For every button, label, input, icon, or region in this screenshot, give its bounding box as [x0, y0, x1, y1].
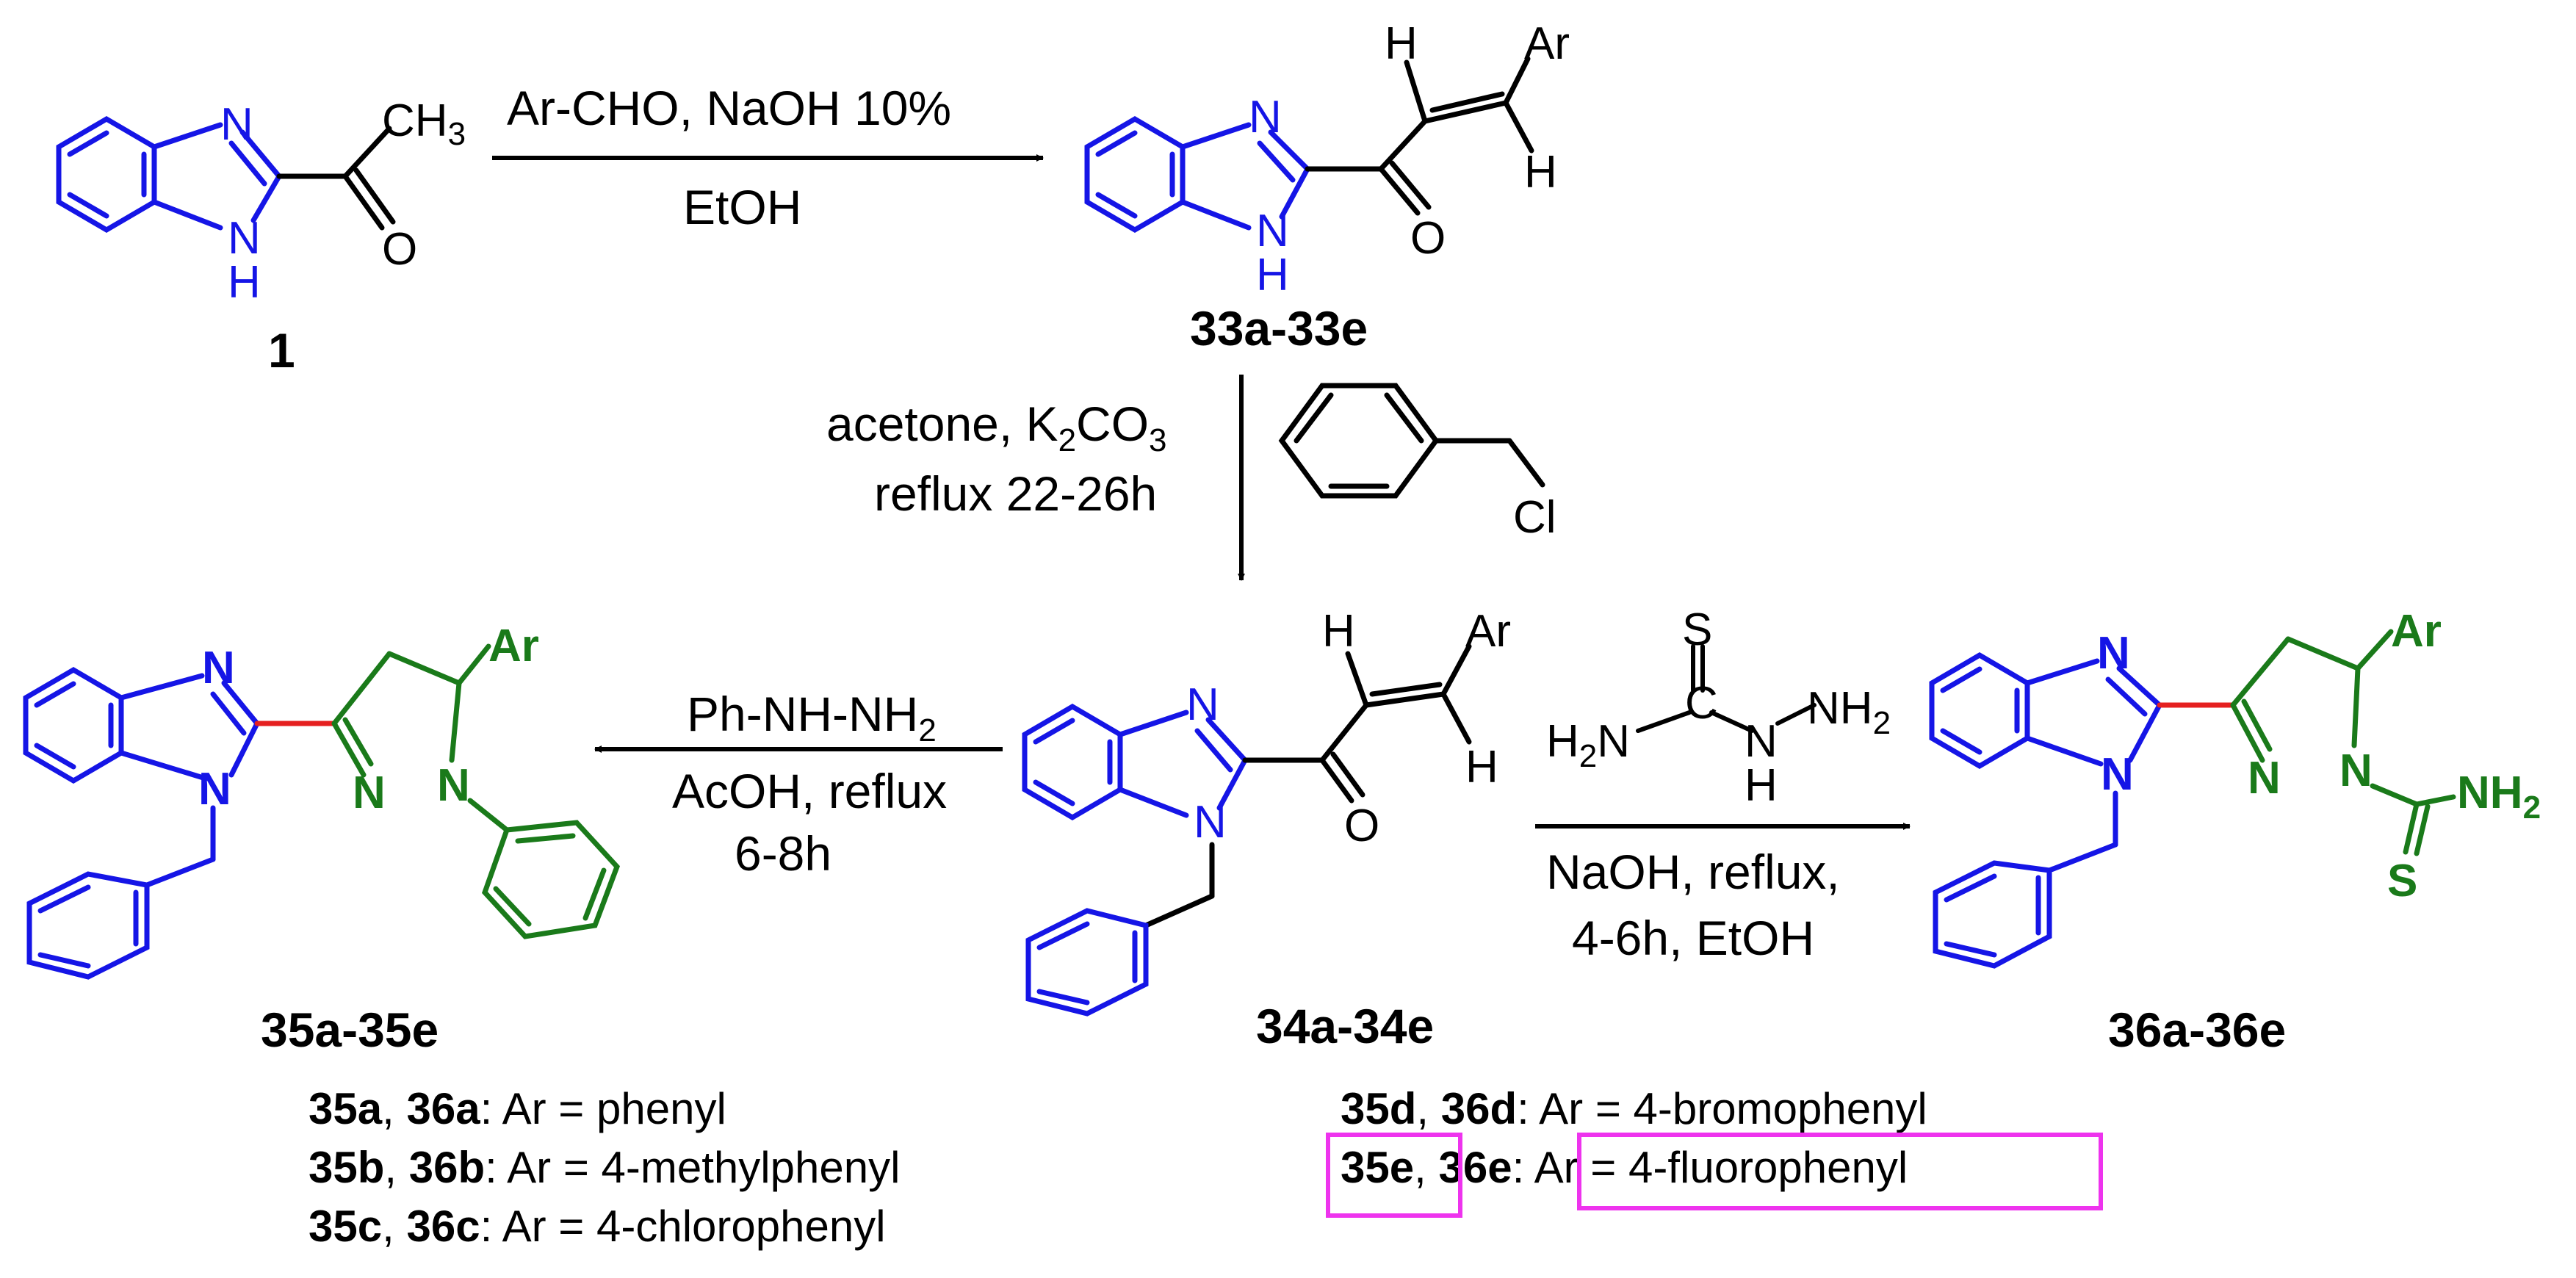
thio-C-center: C: [1685, 678, 1718, 729]
thio-H2N-label: H2N: [1546, 716, 1630, 774]
c33-N-label: N: [1249, 92, 1282, 142]
c34-N-label: N: [1186, 679, 1219, 730]
thiosemicarbazide-structure: [1636, 644, 1816, 733]
c1-CH3-label: CH3: [382, 95, 466, 152]
compound-1-label: 1: [268, 323, 295, 378]
c36-N-label: N: [2097, 628, 2130, 679]
compound-36-pyrazoline: [2230, 629, 2456, 856]
compound-34-structure: [1022, 643, 1472, 1017]
benzyl-chloride-structure: [1278, 383, 1545, 499]
step3-reagent-line3: 6-8h: [735, 826, 831, 881]
thio-NH-H-label: H: [1745, 760, 1778, 811]
legend-row-4: 35d, 36d: Ar = 4-bromophenyl: [1341, 1084, 1927, 1133]
compound-35-pyrazoline: [331, 643, 621, 939]
c36-S-label: S: [2387, 856, 2417, 906]
compound-34-label: 34a-34e: [1256, 999, 1434, 1053]
thio-NH2-label: NH2: [1807, 683, 1891, 741]
legend-row-2: 35b, 36b: Ar = 4-methylphenyl: [309, 1143, 900, 1192]
compound-36-structure: [1929, 651, 2236, 969]
compound-1-structure: [56, 115, 396, 234]
compound-36-label: 36a-36e: [2108, 1003, 2286, 1057]
c34-N1-label: N: [1194, 797, 1227, 848]
c34-H-top-label: H: [1322, 606, 1355, 657]
substituent-legend: 35a, 36a: Ar = phenyl 35b, 36b: Ar = 4-m…: [309, 1084, 2103, 1251]
c34-H-right-label: H: [1465, 742, 1498, 793]
c35-Ar-label: Ar: [488, 621, 539, 671]
c33-NH-label-H: H: [1256, 250, 1289, 300]
c35-N1-label: N: [198, 764, 231, 815]
highlight-box-35e: [1326, 1133, 1462, 1218]
compound-35-label: 35a-35e: [261, 1003, 439, 1057]
c36-N-thio-label: N: [2339, 746, 2373, 796]
c36-Ar-label: Ar: [2391, 606, 2442, 657]
c1-O-label: O: [382, 224, 417, 275]
c36-N1-label: N: [2101, 749, 2134, 800]
legend-row-1: 35a, 36a: Ar = phenyl: [309, 1084, 726, 1133]
c33-O-label: O: [1410, 213, 1446, 264]
c35-N-phenyl-label: N: [437, 760, 470, 811]
compound-35-structure: [23, 666, 337, 980]
thio-S-label: S: [1682, 604, 1712, 655]
step2-reagent-line1: acetone, K2CO3: [826, 397, 1167, 458]
c34-O-label: O: [1344, 801, 1379, 851]
c1-NH-label-H: H: [228, 257, 261, 308]
step4-reagent-line2: 4-6h, EtOH: [1572, 911, 1814, 965]
c1-NH-label-N: N: [228, 213, 261, 264]
legend-row-3: 35c, 36c: Ar = 4-chlorophenyl: [309, 1202, 886, 1251]
highlight-box-fluorophenyl: [1577, 1133, 2103, 1210]
c35-N-pyrazoline-label: N: [353, 768, 386, 818]
compound-33-structure: [1084, 56, 1534, 234]
step2-reagent-line2: reflux 22-26h: [874, 466, 1157, 521]
c34-Ar-label: Ar: [1465, 606, 1511, 657]
c33-NH-label-N: N: [1256, 206, 1289, 256]
step1-reagent-bottom: EtOH: [683, 180, 801, 234]
step3-reagent-line2: AcOH, reflux: [672, 764, 947, 818]
c35-N-label: N: [202, 643, 235, 693]
step1-reagent-top: Ar-CHO, NaOH 10%: [507, 81, 951, 135]
benzyl-chloride-Cl-label: Cl: [1513, 492, 1556, 543]
c36-NH2-label: NH2: [2457, 768, 2541, 826]
c36-N-pyrazoline-label: N: [2248, 753, 2281, 804]
legend-row-5: 35e, 36e: Ar = 4-fluorophenyl: [1341, 1143, 1908, 1192]
c33-H-top-label: H: [1385, 18, 1418, 69]
compound-33-label: 33a-33e: [1190, 301, 1368, 355]
step4-reagent-line1: NaOH, reflux,: [1546, 845, 1840, 899]
step3-reagent-line1: Ph-NH-NH2: [687, 687, 937, 748]
c33-H-right-label: H: [1524, 147, 1557, 198]
thio-NH-N-label: N: [1745, 716, 1778, 767]
c1-N-label: N: [220, 99, 253, 150]
c33-Ar-label: Ar: [1524, 18, 1570, 69]
